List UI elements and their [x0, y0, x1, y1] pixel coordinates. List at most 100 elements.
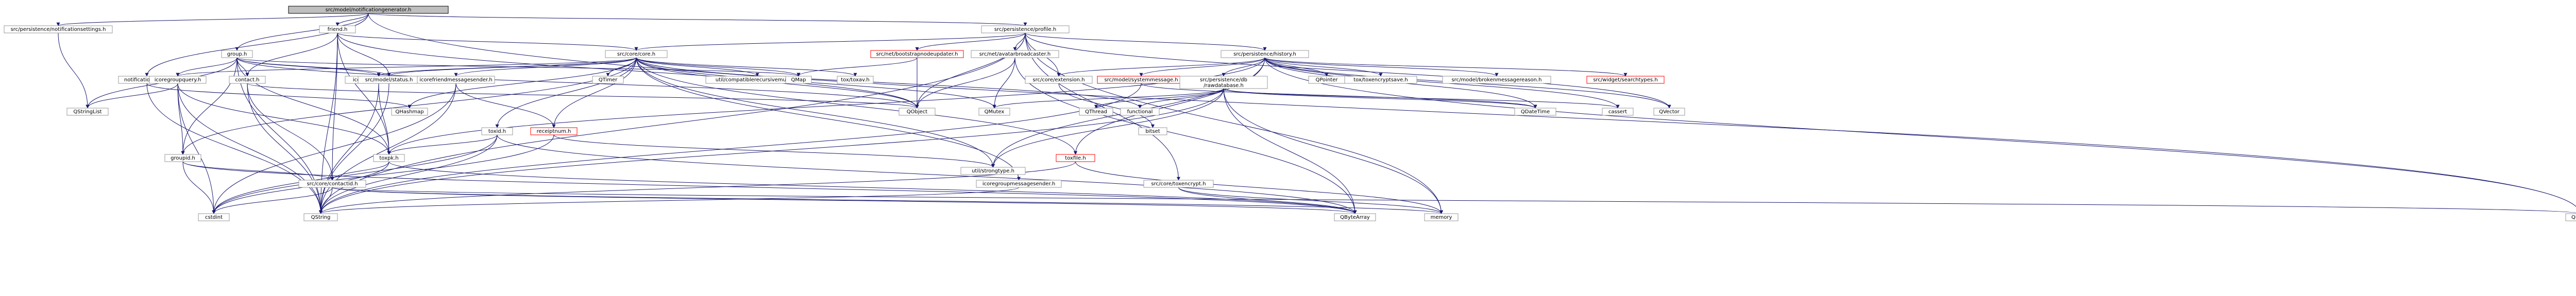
node-qtimer[interactable]: QTimer — [592, 76, 624, 84]
node-functional[interactable]: functional — [1120, 108, 1160, 116]
edge-corecore-to-icoregq — [176, 57, 637, 77]
node-bootstrap[interactable]: src/net/bootstrapnodeupdater.h — [870, 50, 964, 58]
node-qbytearray[interactable]: QByteArray — [1334, 213, 1376, 221]
node-sysmsg[interactable]: src/model/systemmessage.h — [1097, 76, 1185, 84]
node-status[interactable]: src/model/status.h — [358, 76, 420, 84]
edge-icoregms-to-qstring — [319, 187, 1019, 214]
node-friend[interactable]: friend.h — [319, 25, 356, 33]
node-label: QThread — [1085, 109, 1107, 115]
node-coreext[interactable]: src/core/extension.h — [1025, 76, 1093, 84]
node-avatarbc[interactable]: src/net/avatarbroadcaster.h — [971, 50, 1059, 58]
node-bitset[interactable]: bitset — [1138, 127, 1167, 135]
node-cassert[interactable]: cassert — [1602, 108, 1634, 116]
node-toxenc[interactable]: tox/toxencryptsave.h — [1344, 76, 1417, 84]
edge-corecore-to-compat — [636, 57, 759, 77]
edge-profile-to-toxencrypt — [1025, 32, 1180, 181]
edge-contactid-to-memory — [332, 187, 1443, 214]
node-box — [1120, 108, 1160, 116]
node-qmap[interactable]: QMap — [785, 76, 812, 84]
node-box — [971, 50, 1059, 58]
node-label: src/core/contactid.h — [307, 181, 358, 187]
node-label: util/compatiblerecursivemutex.h — [716, 77, 799, 83]
edge-profile-to-bootstrap — [915, 32, 1026, 51]
node-box — [530, 127, 578, 135]
node-notifset[interactable]: src/persistence/notificationsettings.h — [4, 25, 113, 33]
node-qobject[interactable]: QObject — [899, 108, 936, 116]
node-qthread[interactable]: QThread — [1079, 108, 1113, 116]
node-corecore[interactable]: src/core/core.h — [605, 50, 668, 58]
node-qvector[interactable]: QVector — [1653, 108, 1685, 116]
node-box — [481, 127, 513, 135]
node-label: bitset — [1145, 129, 1160, 134]
node-label: QHash — [2571, 215, 2576, 220]
node-groupid[interactable]: groupid.h — [164, 154, 201, 162]
edge-history-to-sysmsg — [1139, 57, 1265, 77]
node-label: QPointer — [1316, 77, 1338, 83]
edge-friend-to-corecore — [337, 32, 638, 51]
node-box — [1602, 108, 1634, 116]
node-rawdb[interactable]: src/persistence/db/rawdatabase.h — [1179, 76, 1268, 89]
node-qmutex[interactable]: QMutex — [978, 108, 1010, 116]
node-toxfile[interactable]: toxfile.h — [1056, 154, 1095, 162]
edge-status-to-qstring — [319, 83, 389, 214]
node-box — [1143, 180, 1214, 188]
node-label: src/net/avatarbroadcaster.h — [979, 51, 1051, 57]
node-qhash[interactable]: QHash — [2565, 213, 2576, 221]
node-box — [373, 154, 405, 162]
node-broken[interactable]: src/model/brokenmessagereason.h — [1442, 76, 1551, 84]
node-contactid[interactable]: src/core/contactid.h — [298, 180, 366, 188]
edge-profile-to-history — [1025, 32, 1267, 51]
node-qstring[interactable]: QString — [303, 213, 338, 221]
node-box — [1334, 213, 1376, 221]
node-qhashmap[interactable]: QHashmap — [391, 108, 428, 116]
edge-toxid-to-cstdint — [212, 134, 498, 214]
node-toxpk[interactable]: toxpk.h — [373, 154, 405, 162]
node-qdatetime[interactable]: QDateTime — [1514, 108, 1556, 116]
node-label: QTimer — [599, 77, 618, 83]
node-toxid[interactable]: toxid.h — [481, 127, 513, 135]
edge-corecore-to-icorefms — [454, 57, 637, 77]
edge-contactid-to-qhash — [332, 187, 2576, 213]
edge-root-to-qhash — [368, 13, 2576, 207]
edge-contact-to-qobject — [247, 83, 919, 109]
edge-receiptnum-to-cstdint — [212, 134, 554, 214]
node-cstdint[interactable]: cstdint — [198, 213, 230, 221]
edge-corecore-to-status — [387, 57, 637, 77]
node-toxencrypt[interactable]: src/core/toxencrypt.h — [1143, 180, 1214, 188]
node-contact[interactable]: contact.h — [229, 76, 266, 84]
node-history[interactable]: src/persistence/history.h — [1221, 50, 1309, 58]
edge-rawdb-to-functional — [1138, 88, 1224, 109]
edge-history-to-qhash — [1264, 57, 2576, 207]
node-label: src/core/extension.h — [1032, 77, 1084, 83]
node-label: QObject — [907, 109, 928, 115]
node-qstringlist[interactable]: QStringList — [66, 108, 109, 116]
node-box — [1079, 108, 1113, 116]
node-group[interactable]: group.h — [221, 50, 253, 58]
node-memory[interactable]: memory — [1424, 213, 1459, 221]
node-strongtype[interactable]: util/strongtype.h — [960, 167, 1026, 175]
edge-profile-to-qobject — [915, 32, 1026, 109]
node-qpointer[interactable]: QPointer — [1308, 76, 1345, 84]
edge-toxencrypt-to-qbytearray — [1178, 187, 1357, 214]
node-toxav[interactable]: tox/toxav.h — [837, 76, 874, 84]
node-userttypes[interactable]: src/widget/searchtypes.h — [1586, 76, 1665, 84]
node-label: contact.h — [235, 77, 260, 83]
node-box — [298, 180, 366, 188]
node-label: receiptnum.h — [537, 129, 571, 134]
edge-contact-to-qstring — [247, 83, 323, 214]
node-box — [66, 108, 109, 116]
node-icoregq[interactable]: icoregroupquery.h — [149, 76, 207, 84]
node-label: src/model/brokenmessagereason.h — [1451, 77, 1541, 83]
node-icoregms[interactable]: icoregroupmessagesender.h — [976, 180, 1062, 188]
node-root[interactable]: src/model/notificationgenerator.h — [288, 6, 449, 14]
node-label: QDateTime — [1521, 109, 1550, 115]
node-receiptnum[interactable]: receiptnum.h — [530, 127, 578, 135]
edge-groupid-to-qbytearray — [182, 161, 1357, 214]
edge-profile-to-memory — [1025, 32, 1443, 214]
edge-root-to-friend — [335, 13, 369, 26]
edge-friend-to-contactid — [330, 32, 338, 181]
node-profile[interactable]: src/persistence/profile.h — [981, 25, 1070, 33]
node-label: cstdint — [205, 215, 223, 220]
node-icorefms[interactable]: icorefriendmessagesender.h — [417, 76, 495, 84]
